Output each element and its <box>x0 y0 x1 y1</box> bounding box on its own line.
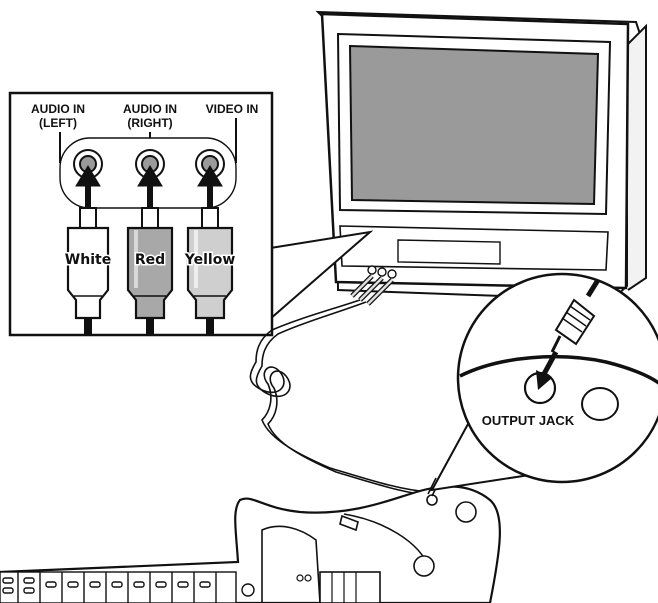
insert-arrows <box>75 165 223 218</box>
plug-label-yellow: Yellow <box>184 252 236 268</box>
rca-plug-yellow <box>186 207 234 335</box>
audio-in-right-label: AUDIO IN <box>123 102 177 116</box>
fretboard <box>0 571 237 603</box>
mini-plug <box>550 278 601 353</box>
video-in-label: VIDEO IN <box>206 102 259 116</box>
audio-in-left-label: AUDIO IN <box>31 102 85 116</box>
television <box>315 10 647 306</box>
rca-plug-red <box>126 207 174 335</box>
tv-input-jacks <box>367 265 397 279</box>
av-input-inset: AUDIO IN (LEFT) AUDIO IN (RIGHT) VIDEO I… <box>8 91 274 337</box>
guitar <box>0 477 501 603</box>
output-jack-callout: OUTPUT JACK <box>430 272 658 492</box>
rca-plug-white <box>66 207 110 335</box>
output-jack-label: OUTPUT JACK <box>482 413 575 428</box>
audio-in-right-sublabel: (RIGHT) <box>127 116 172 130</box>
plug-label-red: Red <box>135 252 165 268</box>
av-cable <box>249 299 437 497</box>
audio-in-left-sublabel: (LEFT) <box>39 116 77 130</box>
plug-label-white: White <box>65 252 111 268</box>
tv-screen <box>348 44 600 206</box>
